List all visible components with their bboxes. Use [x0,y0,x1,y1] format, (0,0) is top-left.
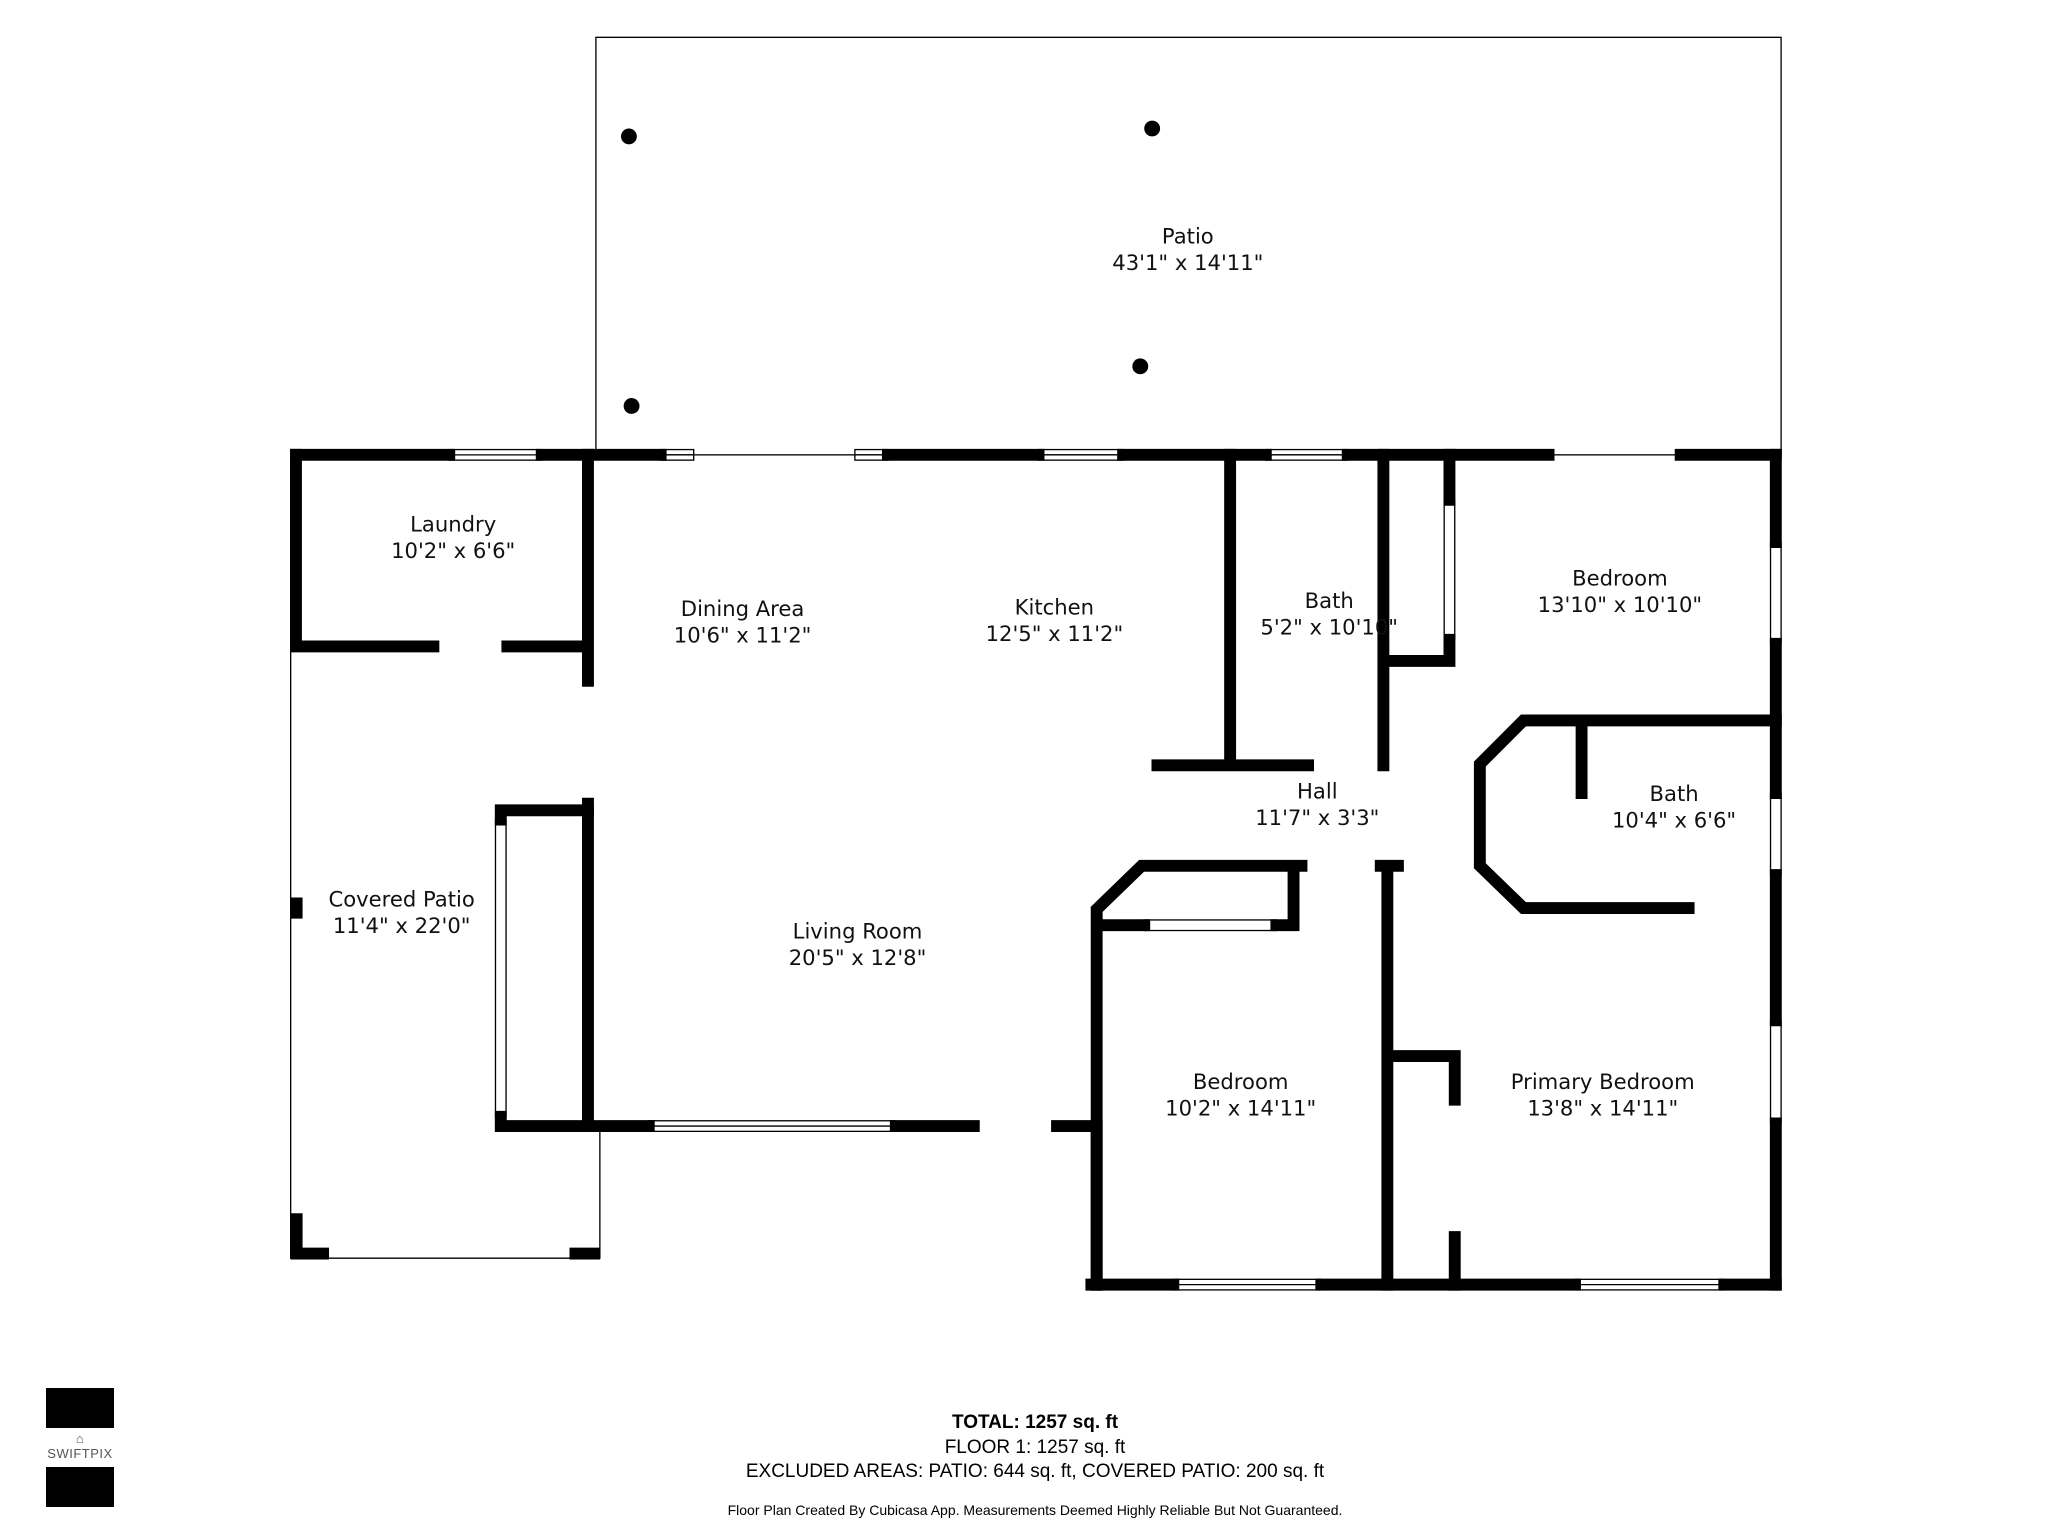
walls [290,448,1782,1291]
room-name: Patio [1162,223,1214,248]
room-name: Hall [1297,778,1338,803]
room-name: Laundry [410,511,496,536]
room-name: Dining Area [681,596,805,621]
windows [448,448,1782,1291]
covered-patio-outline [290,651,601,1260]
room-name: Living Room [793,918,923,943]
room-dims: 11'4" x 22'0" [333,913,471,938]
room-dims: 20'5" x 12'8" [789,945,927,970]
room-dims: 10'2" x 14'11" [1165,1095,1316,1120]
room-name: Bath [1305,588,1354,613]
room-name: Bath [1650,781,1699,806]
patio-posts [621,120,1161,414]
room-name: Primary Bedroom [1511,1069,1695,1094]
room-dims: 10'2" x 6'6" [391,538,515,563]
disclaimer: Floor Plan Created By Cubicasa App. Meas… [727,1502,1343,1518]
room-dims: 13'8" x 14'11" [1527,1095,1678,1120]
room-name: Covered Patio [329,887,475,912]
floor-area: FLOOR 1: 1257 sq. ft [944,1437,1126,1458]
room-dims: 10'4" x 6'6" [1612,807,1736,832]
room-dims: 10'6" x 11'2" [674,622,812,647]
room-name: Bedroom [1572,566,1668,591]
room-dims: 13'10" x 10'10" [1538,592,1703,617]
swiftpix-logo: ⌂SWIFTPIX [46,1388,114,1507]
room-dims: 5'2" x 10'10" [1260,615,1398,640]
room-dims: 12'5" x 11'2" [986,621,1124,646]
excluded-areas: EXCLUDED AREAS: PATIO: 644 sq. ft, COVER… [745,1461,1325,1482]
room-dims: 11'7" x 3'3" [1255,805,1379,830]
room-name: Kitchen [1015,595,1094,620]
room-dims: 43'1" x 14'11" [1112,250,1263,275]
logo-text: SWIFTPIX [47,1446,113,1461]
room-name: Bedroom [1193,1069,1289,1094]
total-area: TOTAL: 1257 sq. ft [951,1412,1119,1433]
